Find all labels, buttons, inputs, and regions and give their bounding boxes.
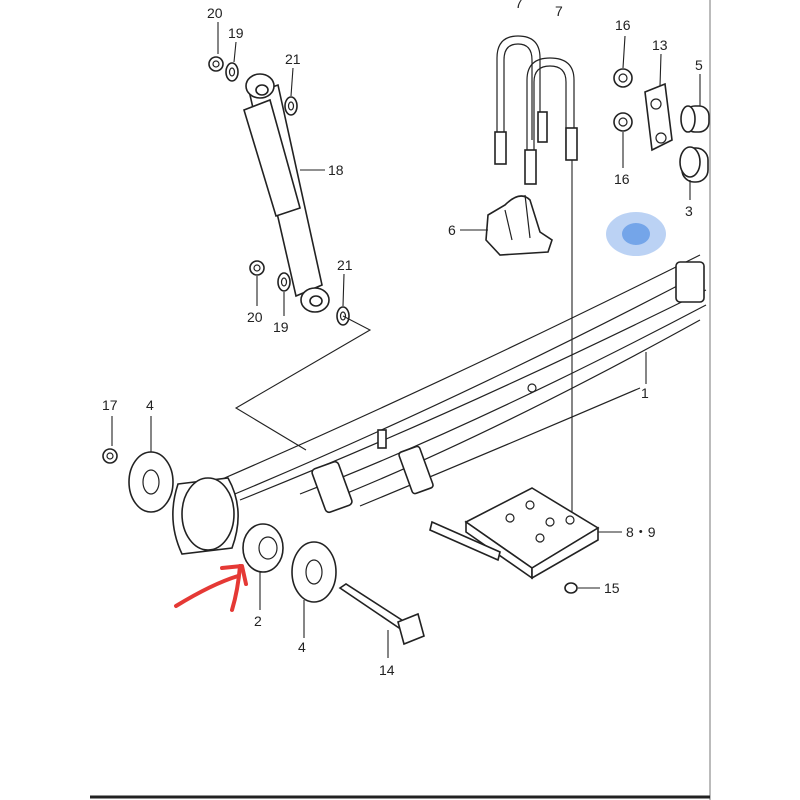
callout-16-top: 16 xyxy=(615,17,631,33)
callout-20-top: 20 xyxy=(207,5,223,21)
callout-4-bottom: 4 xyxy=(298,639,306,655)
eye-bushing-assembly xyxy=(102,448,337,603)
callout-16-bottom: 16 xyxy=(614,171,630,187)
callout-5: 5 xyxy=(695,57,703,73)
u-bolts xyxy=(494,35,578,185)
lower-shock-hardware xyxy=(249,260,350,326)
callout-21-bottom: 21 xyxy=(337,257,353,273)
callout-19-top: 19 xyxy=(228,25,244,41)
upper-shock-hardware xyxy=(208,56,298,116)
shock-absorber xyxy=(243,73,330,313)
callout-15: 15 xyxy=(604,580,620,596)
callout-2: 2 xyxy=(254,613,262,629)
bump-stop xyxy=(485,194,553,256)
leader-lines xyxy=(111,22,701,658)
callout-19-bottom: 19 xyxy=(273,319,289,335)
callout-6: 6 xyxy=(448,222,456,238)
spring-seat-plate xyxy=(429,487,600,594)
annotation-arrow xyxy=(174,564,248,612)
callout-3: 3 xyxy=(685,203,693,219)
callout-14: 14 xyxy=(379,662,395,678)
callout-4-left: 4 xyxy=(146,397,154,413)
callout-1: 1 xyxy=(641,385,649,401)
leaf-spring xyxy=(219,254,707,514)
callout-8-9: 8・9 xyxy=(626,524,656,540)
callout-7-right: 7 xyxy=(555,3,563,19)
callout-21-top: 21 xyxy=(285,51,301,67)
blur-mark-core xyxy=(622,223,650,245)
callout-7-left: 7 xyxy=(515,0,523,11)
callout-18: 18 xyxy=(328,162,344,178)
shackle-parts xyxy=(613,68,710,183)
callout-20-bottom: 20 xyxy=(247,309,263,325)
spring-bolt xyxy=(338,583,425,646)
callout-13: 13 xyxy=(652,37,668,53)
callout-17: 17 xyxy=(102,397,118,413)
